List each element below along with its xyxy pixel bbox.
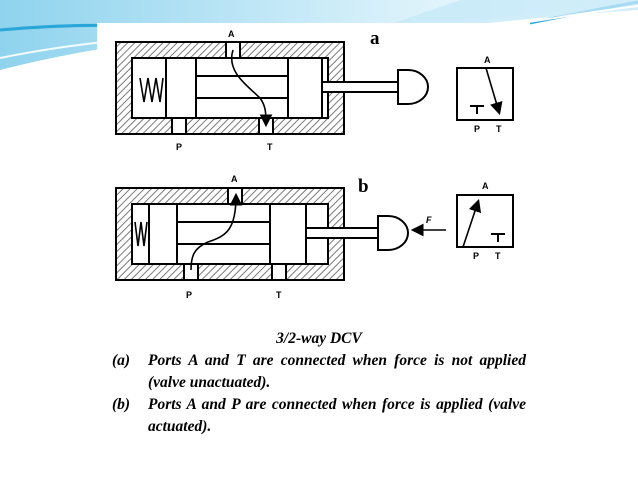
valve-diagram-b: F A P T b A P T (115, 174, 514, 300)
spool-shaft-b (176, 221, 271, 245)
spool-land-left-b (148, 203, 178, 265)
symbol-b-port-t: T (495, 251, 501, 261)
symbol-a-port-t: T (496, 124, 502, 134)
port-t-label-b: T (276, 290, 282, 300)
symbol-a-port-a: A (484, 55, 491, 65)
symbol-b-port-p: P (473, 251, 479, 261)
spool-land-left-a (165, 57, 197, 119)
flow-arrow-b (190, 192, 243, 271)
caption-title: 3/2-way DCV (276, 330, 362, 347)
symbol-arrow-b (462, 198, 482, 248)
caption-item-b: (b) Ports A and P are connected when for… (112, 394, 526, 438)
caption-item-b-tag: (b) (112, 396, 131, 413)
spring-a (139, 77, 164, 103)
spool-land-right-a (287, 57, 323, 119)
spring-b (134, 221, 148, 247)
symbol-arrow-a (485, 67, 503, 116)
port-t-label: T (267, 142, 273, 152)
port-p-label: P (176, 142, 182, 152)
caption-item-a-tag: (a) (112, 352, 131, 369)
port-a-opening-b (227, 187, 243, 205)
push-knob-a (397, 69, 429, 105)
caption-item-b-text: Ports A and P are connected when force i… (148, 396, 526, 435)
diagram-a-label: a (370, 28, 380, 49)
port-t-opening-b (271, 263, 287, 281)
diagram-b-label: b (358, 176, 369, 197)
force-label: F (426, 215, 432, 225)
valve-diagram-a: A P T a A P T (115, 28, 514, 152)
symbol-a-port-p: P (474, 124, 480, 134)
figure-caption: 3/2-way DCV (a) Ports A and T are connec… (112, 328, 526, 438)
rod-a (321, 81, 399, 93)
spool-shaft-a (195, 75, 289, 99)
port-a-label: A (228, 29, 235, 39)
caption-item-a: (a) Ports A and T are connected when for… (112, 350, 526, 394)
port-p-opening (171, 117, 187, 135)
port-a-label-b: A (231, 174, 238, 184)
caption-item-a-text: Ports A and T are connected when force i… (148, 352, 526, 391)
port-p-label-b: P (186, 290, 192, 300)
symbol-b-port-a: A (482, 181, 489, 191)
push-knob-b (377, 215, 409, 251)
spool-land-right-b (269, 203, 307, 265)
flow-arrow-a (230, 49, 273, 128)
rod-b (305, 227, 379, 239)
symbol-box-a (456, 67, 514, 121)
